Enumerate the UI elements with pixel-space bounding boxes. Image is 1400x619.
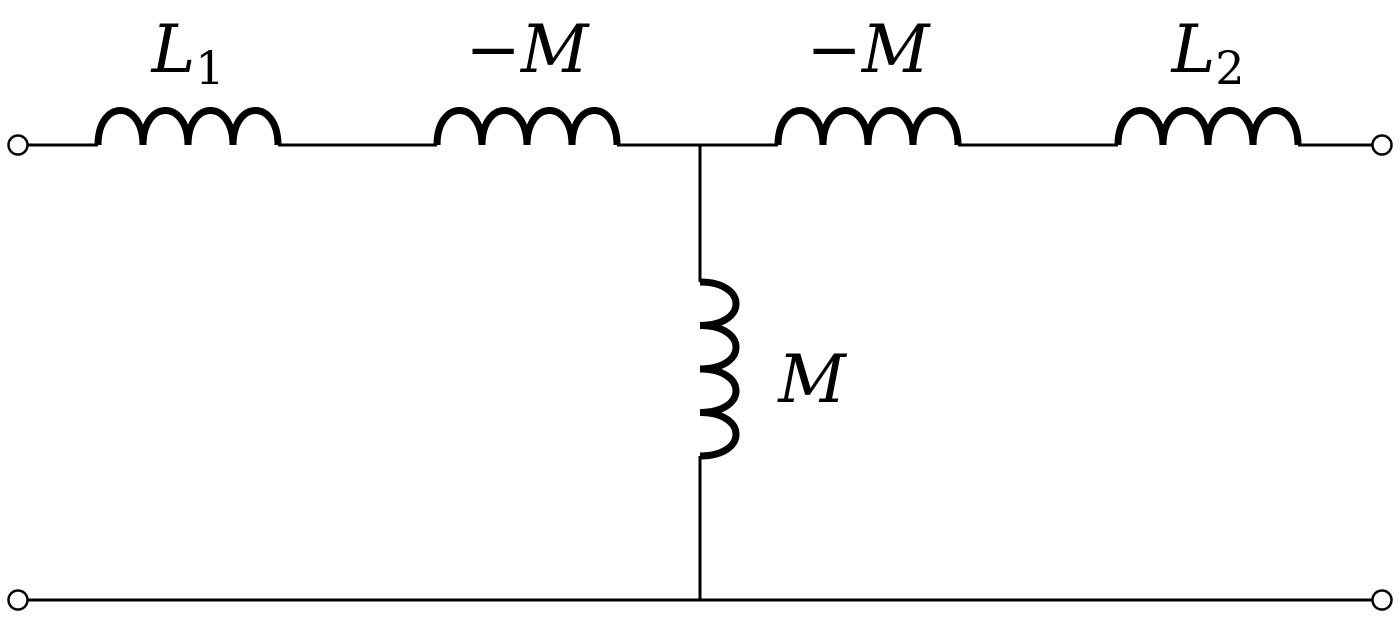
inductor-mM1 — [433, 107, 621, 146]
label-L2: L2 — [1170, 11, 1244, 95]
terminal-in-top — [7, 134, 29, 156]
label-mM2: −M — [807, 11, 931, 88]
label-L1: L1 — [150, 11, 224, 95]
inductor-L1 — [94, 107, 282, 146]
label-M: M — [777, 341, 847, 418]
terminal-out-bottom — [1371, 589, 1393, 611]
label-mM1: −M — [466, 11, 590, 88]
labels: L1 −M −M L2M — [150, 11, 1244, 418]
terminal-out-top — [1371, 134, 1393, 156]
inductor-mM2 — [774, 107, 962, 146]
inductor-M — [699, 278, 740, 460]
terminals — [7, 134, 1393, 611]
wires — [28, 143, 1372, 602]
terminal-in-bottom — [7, 589, 29, 611]
inductors — [94, 107, 1302, 460]
inductor-L2 — [1114, 107, 1302, 146]
